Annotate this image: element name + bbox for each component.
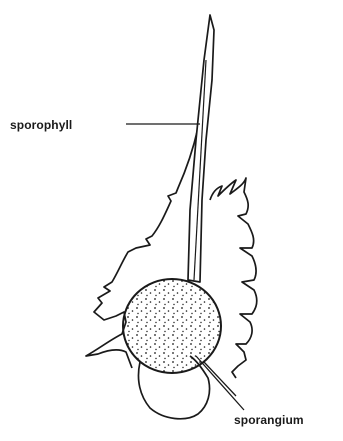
right-fringe-outline bbox=[210, 178, 257, 378]
sporophyll-label: sporophyll bbox=[10, 118, 72, 132]
sporangium-body bbox=[123, 279, 221, 373]
sporangium-label: sporangium bbox=[234, 413, 304, 427]
